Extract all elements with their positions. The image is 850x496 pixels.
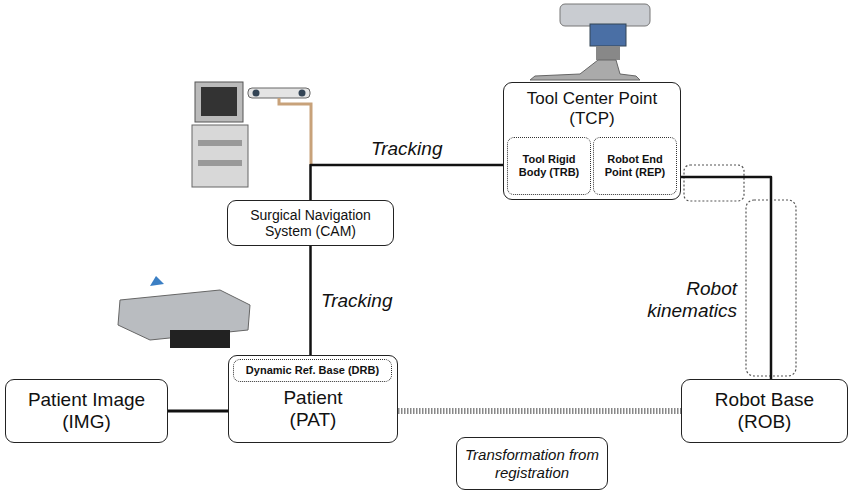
box-label: Robot Base (ROB): [705, 389, 825, 433]
patient-table-picture: [118, 276, 250, 348]
edge-label: Tracking: [369, 138, 444, 160]
connector: [309, 246, 312, 355]
edge-label: Robot kinematics: [635, 278, 739, 322]
component-box: Surgical Navigation System (CAM): [227, 200, 394, 246]
navigation-cart-picture: [192, 82, 311, 187]
kinematics-frames: [684, 165, 796, 376]
box-label: Surgical Navigation System (CAM): [232, 207, 390, 239]
sub-box: Tool Rigid Body (TRB): [507, 137, 591, 195]
box-label: Dynamic Ref. Base (DRB): [246, 364, 379, 377]
component-box: Robot Base (ROB): [681, 379, 848, 443]
box-label: Tool Center Point (TCP): [507, 89, 677, 128]
registration-link: [398, 408, 681, 414]
connector: [168, 410, 228, 413]
component-box: Transformation from registration: [456, 437, 608, 490]
box-label: Patient Image (IMG): [12, 389, 162, 433]
box-label: Patient (PAT): [263, 387, 363, 431]
box-label: Transformation from registration: [462, 446, 602, 481]
sub-box: Dynamic Ref. Base (DRB): [233, 359, 392, 382]
edge-label: Tracking: [319, 290, 394, 312]
component-box: Tool Center Point (TCP) Tool Rigid Body (…: [503, 82, 681, 200]
connector: [311, 165, 504, 200]
component-box: Patient (PAT) Dynamic Ref. Base (DRB): [228, 355, 398, 443]
box-label: Robot End Point (REP): [595, 153, 675, 178]
sub-box: Robot End Point (REP): [593, 137, 677, 195]
box-label: Tool Rigid Body (TRB): [509, 153, 589, 178]
component-box: Patient Image (IMG): [5, 379, 168, 443]
robot-tool-picture: [530, 4, 650, 80]
